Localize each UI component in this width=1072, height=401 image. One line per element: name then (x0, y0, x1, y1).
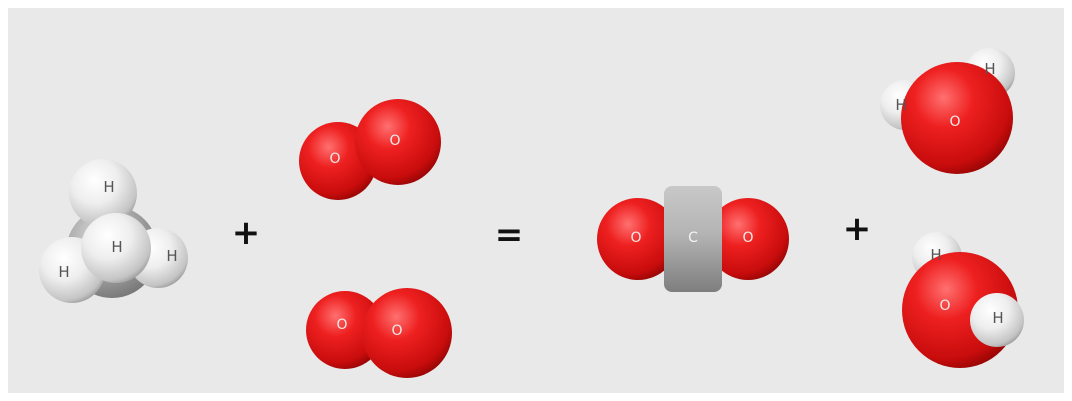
atom-label: H (103, 178, 114, 196)
hydrogen-atom (69, 159, 137, 227)
hydrogen-atom (970, 293, 1024, 347)
atom-label: O (329, 151, 340, 167)
atom-label: H (166, 247, 177, 265)
atom-label: H (111, 238, 122, 256)
atom-label: O (742, 230, 753, 246)
atom-label: H (930, 246, 941, 264)
methane-molecule: H H H H (39, 159, 188, 303)
background-panel (8, 8, 1064, 393)
atom-label: O (949, 114, 960, 130)
water-molecule: O H H (902, 232, 1024, 368)
atom-label: H (58, 263, 69, 281)
atom-label: O (336, 317, 347, 333)
atom-label: C (688, 230, 698, 246)
atom-label: O (630, 230, 641, 246)
oxygen-atom (306, 291, 384, 369)
atom-label: O (939, 298, 950, 314)
water-molecule: O H H (880, 48, 1015, 174)
plus-sign: + (843, 209, 872, 249)
oxygen-atom (901, 62, 1013, 174)
oxygen-atom (707, 198, 789, 280)
carbon-dioxide-molecule: O C O (597, 186, 789, 292)
atom-label: H (984, 60, 995, 78)
atom-label: O (389, 133, 400, 149)
oxygen-atom (597, 198, 679, 280)
oxygen-molecule: O O (306, 288, 452, 378)
hydrogen-atom (81, 213, 151, 283)
plus-sign: + (232, 213, 261, 253)
atom-label: H (992, 309, 1003, 327)
oxygen-molecule: O O (299, 99, 441, 200)
atom-label: H (895, 96, 906, 114)
carbon-atom (664, 186, 722, 292)
oxygen-atom (355, 99, 441, 185)
equals-sign: = (495, 215, 524, 255)
oxygen-atom (362, 288, 452, 378)
atom-label: O (391, 323, 402, 339)
